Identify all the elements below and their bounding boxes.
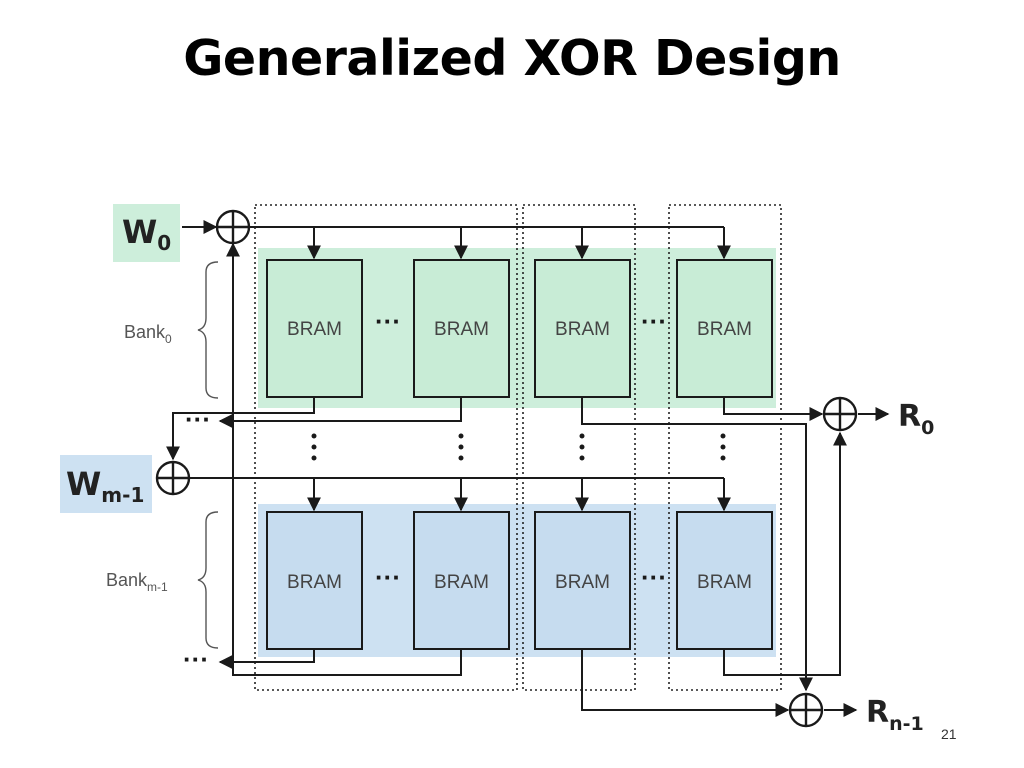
rn1-label-name: R xyxy=(866,695,889,730)
xor-gate-wm1 xyxy=(155,460,191,496)
bram-label: BRAM xyxy=(697,319,752,340)
w0-label-name: W xyxy=(122,213,157,251)
column-groups xyxy=(254,204,782,691)
ellipsis: ··· xyxy=(185,404,211,434)
bram-label: BRAM xyxy=(555,319,610,340)
slide-title: Generalized XOR Design xyxy=(183,30,841,87)
r0-label-subscript: 0 xyxy=(921,417,934,439)
bram-label: BRAM xyxy=(697,572,752,593)
bram-block xyxy=(413,259,510,398)
wm1-label-box xyxy=(60,455,152,513)
ellipsis: ··· xyxy=(375,562,401,592)
vertical-ellipsis-dots xyxy=(311,433,726,461)
rn1-label: Rn-1 xyxy=(866,695,924,735)
column-group-3 xyxy=(668,204,782,691)
page-number: 21 xyxy=(941,726,957,742)
bankm1-brams xyxy=(266,511,773,650)
w0-label-subscript: 0 xyxy=(157,231,171,255)
r0-label: R0 xyxy=(898,399,934,439)
wm1-label: Wm-1 xyxy=(66,465,144,507)
bank-braces xyxy=(197,261,219,649)
bank0-label-name: Bank xyxy=(124,322,166,342)
wires xyxy=(166,220,890,717)
bankm1-label-subscript: m-1 xyxy=(147,580,168,594)
bram-label: BRAM xyxy=(287,572,342,593)
bank0-label-subscript: 0 xyxy=(165,332,172,346)
bram-block xyxy=(266,259,363,398)
column-group-1 xyxy=(254,204,518,691)
xor-gate-r0 xyxy=(822,396,858,432)
rn1-label-subscript: n-1 xyxy=(889,713,924,735)
r0-label-name: R xyxy=(898,399,921,434)
bram-block xyxy=(413,511,510,650)
xor-gate-w0 xyxy=(215,209,251,245)
xor-gate-rn1 xyxy=(788,692,824,728)
bram-block xyxy=(676,511,773,650)
bankm1-label-name: Bank xyxy=(106,570,148,590)
bram-block xyxy=(266,511,363,650)
bram-block xyxy=(676,259,773,398)
bram-label: BRAM xyxy=(287,319,342,340)
w0-label: W0 xyxy=(122,213,171,255)
bank0-label: Bank0 xyxy=(124,322,172,346)
bram-block xyxy=(534,259,631,398)
bram-label: BRAM xyxy=(555,572,610,593)
wm1-label-name: W xyxy=(66,465,101,503)
bram-block xyxy=(534,511,631,650)
ellipsis: ··· xyxy=(641,562,667,592)
ellipsis: ··· xyxy=(375,306,401,336)
ellipsis: ··· xyxy=(183,644,209,674)
w0-label-box xyxy=(113,204,180,262)
ellipsis: ··· xyxy=(641,306,667,336)
bank0-brams xyxy=(266,259,773,398)
bram-label: BRAM xyxy=(434,572,489,593)
bram-label: BRAM xyxy=(434,319,489,340)
wm1-label-subscript: m-1 xyxy=(101,483,144,507)
column-group-2 xyxy=(522,204,636,691)
bankm1-label: Bankm-1 xyxy=(106,570,168,594)
